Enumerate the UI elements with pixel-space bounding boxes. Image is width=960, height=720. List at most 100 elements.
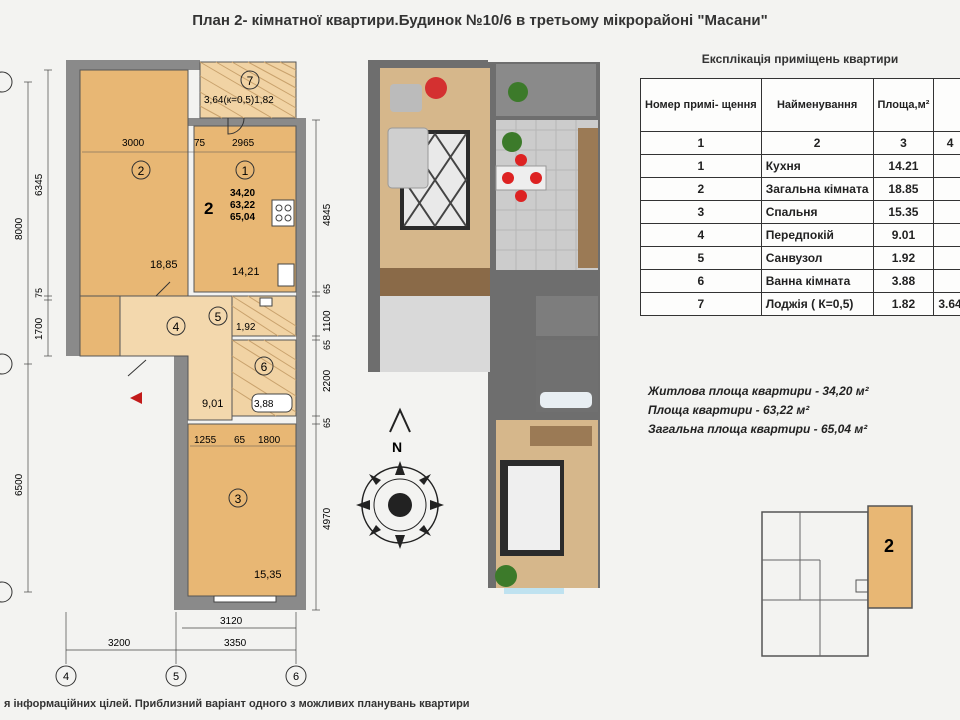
row-num: 1 — [640, 154, 762, 178]
room-7-area: 3,64(к=0,5)1,82 — [204, 95, 274, 106]
row-num: 7 — [640, 292, 762, 316]
row-name: Кухня — [760, 154, 874, 178]
dim-right-e: 2200 — [322, 369, 333, 392]
table-row: 4 Передпокій 9.01 — [640, 223, 960, 247]
room-6-number: 6 — [261, 360, 268, 374]
row-name: Передпокій — [760, 223, 874, 247]
dim-hall-b: 65 — [234, 435, 246, 446]
row-extra — [933, 223, 960, 247]
dim-right-d: 65 — [322, 340, 332, 350]
dim-top-b: 75 — [194, 138, 206, 149]
dim-top-c: 2965 — [232, 138, 255, 149]
room-3 — [187, 423, 297, 597]
row-area: 1.92 — [872, 246, 935, 270]
table-row: 7 Лоджія ( К=0,5) 1.82 3.64 — [640, 292, 960, 316]
room-1-area: 14,21 — [232, 266, 260, 278]
compass-rose: N — [356, 407, 444, 549]
col-header-name: Найменування — [760, 78, 874, 132]
col-index-1: 1 — [640, 131, 762, 155]
dim-right-g: 4970 — [322, 507, 333, 530]
axis-label-a: 4 — [63, 671, 69, 683]
room-7-number: 7 — [247, 74, 254, 88]
disclaimer-footer: я інформаційних цілей. Приблизний варіан… — [4, 698, 470, 710]
floor-key-plan: 2 — [761, 505, 913, 657]
row-name: Ванна кімната — [760, 269, 874, 293]
row-area: 18.85 — [872, 177, 935, 201]
page-title: План 2- кімнатної квартири.Будинок №10/6… — [192, 12, 768, 29]
red-lamp — [425, 77, 447, 99]
col-index-2: 2 — [760, 131, 874, 155]
row-area: 1.82 — [872, 292, 935, 316]
room-4-area: 9,01 — [202, 398, 223, 410]
row-num: 4 — [640, 223, 762, 247]
apartment-total-area: 65,04 — [230, 212, 255, 223]
room-5-area: 1,92 — [236, 322, 256, 333]
row-extra — [933, 269, 960, 293]
table-row: 3 Спальня 15.35 — [640, 200, 960, 224]
key-plan-number: 2 — [884, 536, 894, 556]
row-extra — [933, 246, 960, 270]
dim-hall-a: 1255 — [194, 435, 217, 446]
table-row: 2 Загальна кімната 18.85 — [640, 177, 960, 201]
dim-right-a: 4845 — [322, 203, 333, 226]
table-row: 5 Санвузол 1.92 — [640, 246, 960, 270]
room-2-number: 2 — [138, 164, 145, 178]
col-header-num: Номер примі- щення — [640, 78, 762, 132]
north-arrow-icon — [389, 407, 411, 433]
row-name: Санвузол — [760, 246, 874, 270]
row-extra — [933, 154, 960, 178]
key-plan-apartment — [867, 505, 913, 609]
room-2-area: 18,85 — [150, 259, 178, 271]
row-area: 15.35 — [872, 200, 935, 224]
summary-total-area: Загальна площа квартири - 65,04 м² — [648, 422, 868, 436]
compass-north-label: N — [392, 439, 402, 455]
axis-label-c: 6 — [293, 671, 299, 683]
explication-title: Експлікація приміщень квартири — [701, 52, 899, 66]
row-num: 6 — [640, 269, 762, 293]
row-extra — [933, 177, 960, 201]
dim-left-b: 75 — [34, 288, 44, 298]
table-row: 6 Ванна кімната 3.88 — [640, 269, 960, 293]
dim-bottom-c: 3350 — [224, 638, 247, 649]
row-num: 3 — [640, 200, 762, 224]
row-name: Загальна кімната — [760, 177, 874, 201]
dim-top-a: 3000 — [122, 138, 145, 149]
dim-left-c: 1700 — [34, 317, 45, 340]
furnished-floor-plan-render — [368, 60, 600, 594]
dim-left-total-2: 6500 — [14, 473, 25, 496]
room-4-number: 4 — [173, 320, 180, 334]
dim-left-total-1: 8000 — [14, 217, 25, 240]
apartment-area: 63,22 — [230, 200, 255, 211]
dim-bottom-b: 3200 — [108, 638, 131, 649]
row-name: Спальня — [760, 200, 874, 224]
row-area: 3.88 — [872, 269, 935, 293]
technical-floor-plan: 2 1 7 4 5 6 3 18,85 14,21 3,64(к=0,5)1,8… — [0, 60, 333, 687]
row-area: 9.01 — [872, 223, 935, 247]
dim-left-a: 6345 — [34, 173, 45, 196]
col-index-3: 3 — [872, 131, 935, 155]
summary-apartment-area: Площа квартири - 63,22 м² — [648, 403, 810, 417]
room-5-number: 5 — [215, 310, 222, 324]
row-extra: 3.64 — [933, 292, 960, 316]
room-6-area: 3,88 — [254, 399, 274, 410]
summary-living-area: Житлова площа квартири - 34,20 м² — [648, 384, 869, 398]
col-header-area: Площа,м² — [872, 78, 935, 132]
apartment-number: 2 — [204, 199, 213, 218]
apartment-living-area: 34,20 — [230, 188, 255, 199]
row-area: 14.21 — [872, 154, 935, 178]
row-num: 2 — [640, 177, 762, 201]
room-2 — [79, 69, 189, 297]
row-num: 5 — [640, 246, 762, 270]
room-1-number: 1 — [242, 164, 249, 178]
dim-right-f: 65 — [322, 418, 332, 428]
row-name: Лоджія ( К=0,5) — [760, 292, 874, 316]
col-header-extra — [933, 78, 960, 132]
room-3-area: 15,35 — [254, 569, 282, 581]
axis-label-b: 5 — [173, 671, 179, 683]
row-extra — [933, 200, 960, 224]
dim-right-b: 65 — [322, 284, 332, 294]
room-3-number: 3 — [235, 492, 242, 506]
dim-hall-c: 1800 — [258, 435, 281, 446]
explication-table: Номер примі- щення Найменування Площа,м²… — [640, 78, 960, 316]
table-row: 1 Кухня 14.21 — [640, 154, 960, 178]
